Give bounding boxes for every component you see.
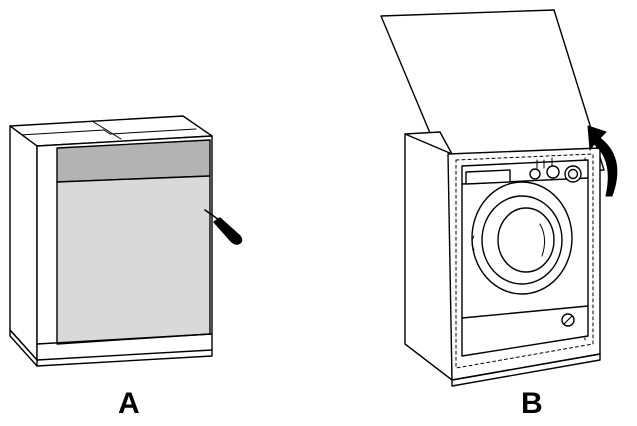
- indicator-marks: [536, 157, 553, 169]
- cabinet-b-left-side: [404, 131, 453, 381]
- panel-a-packaged-unit: [9, 115, 243, 367]
- box-a-top-seams: [19, 128, 197, 136]
- box-a-left-side: [9, 125, 38, 361]
- curved-arrow-icon: [587, 125, 618, 197]
- machine-plinth: [461, 305, 589, 319]
- panel-label-b: B: [521, 387, 543, 420]
- screwdriver-icon: [204, 209, 243, 245]
- panel-label-a: A: [118, 387, 140, 420]
- panel-b-appliance-unpacked: [380, 9, 618, 387]
- door-glass: [497, 207, 555, 273]
- box-a-front-panel: [56, 175, 211, 345]
- box-a-plinth: [36, 333, 213, 345]
- detergent-drawer: [465, 169, 511, 185]
- box-a-control-strip: [56, 139, 211, 183]
- knob-small-2: [546, 165, 560, 179]
- cabinet-b-dashed-frame: [455, 153, 594, 369]
- knob-small-1: [529, 168, 541, 180]
